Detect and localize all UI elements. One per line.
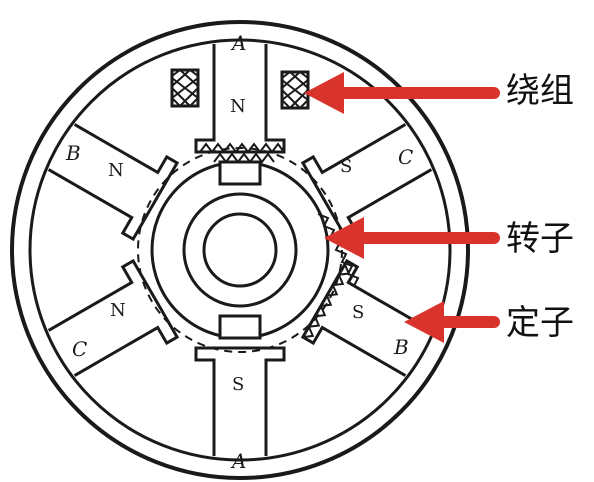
stator-inner-ring	[28, 38, 452, 462]
winding-callout-label: 绕组	[506, 71, 574, 111]
rotor-teeth-right	[317, 213, 360, 287]
pole-label-upper-right: S	[340, 156, 352, 177]
phase-label-b-left: B	[65, 141, 81, 165]
pole-label-top: N	[230, 96, 246, 117]
phase-label-c-right: C	[398, 145, 413, 169]
stator-pole-bottom	[194, 346, 286, 456]
phase-label-a-bottom: A	[230, 449, 246, 473]
rotor-teeth-top	[213, 152, 275, 164]
winding-coil-left	[170, 68, 200, 108]
stator-pole-lower-right	[300, 258, 433, 377]
pole-label-lower-left: N	[110, 300, 126, 321]
pole-label-lower-right: S	[352, 302, 364, 323]
phase-label-a-top: A	[230, 31, 246, 55]
air-gap-dashed-circle	[137, 147, 343, 353]
stator-pole-upper-right	[300, 123, 433, 242]
rotor-arrow	[324, 217, 500, 259]
rotor-lower-neck	[218, 314, 262, 340]
rotor-upper-neck	[218, 160, 262, 186]
stator-outer-ring	[10, 20, 470, 480]
phase-label-c-left: C	[72, 337, 87, 361]
pole-label-bottom: S	[232, 374, 244, 395]
winding-arrow	[304, 72, 500, 114]
stator-pole-top	[194, 44, 286, 154]
winding-coil-right	[280, 70, 310, 110]
stator-pole-upper-left	[47, 123, 180, 242]
rotor-callout-label: 转子	[506, 219, 574, 259]
stator-callout-label: 定子	[506, 303, 574, 343]
stator-pole-lower-left	[47, 258, 180, 377]
phase-label-b-right: B	[393, 335, 409, 359]
shaft-hole	[202, 212, 278, 288]
stator-arrow	[404, 301, 500, 343]
pole-label-upper-left: N	[108, 160, 124, 181]
